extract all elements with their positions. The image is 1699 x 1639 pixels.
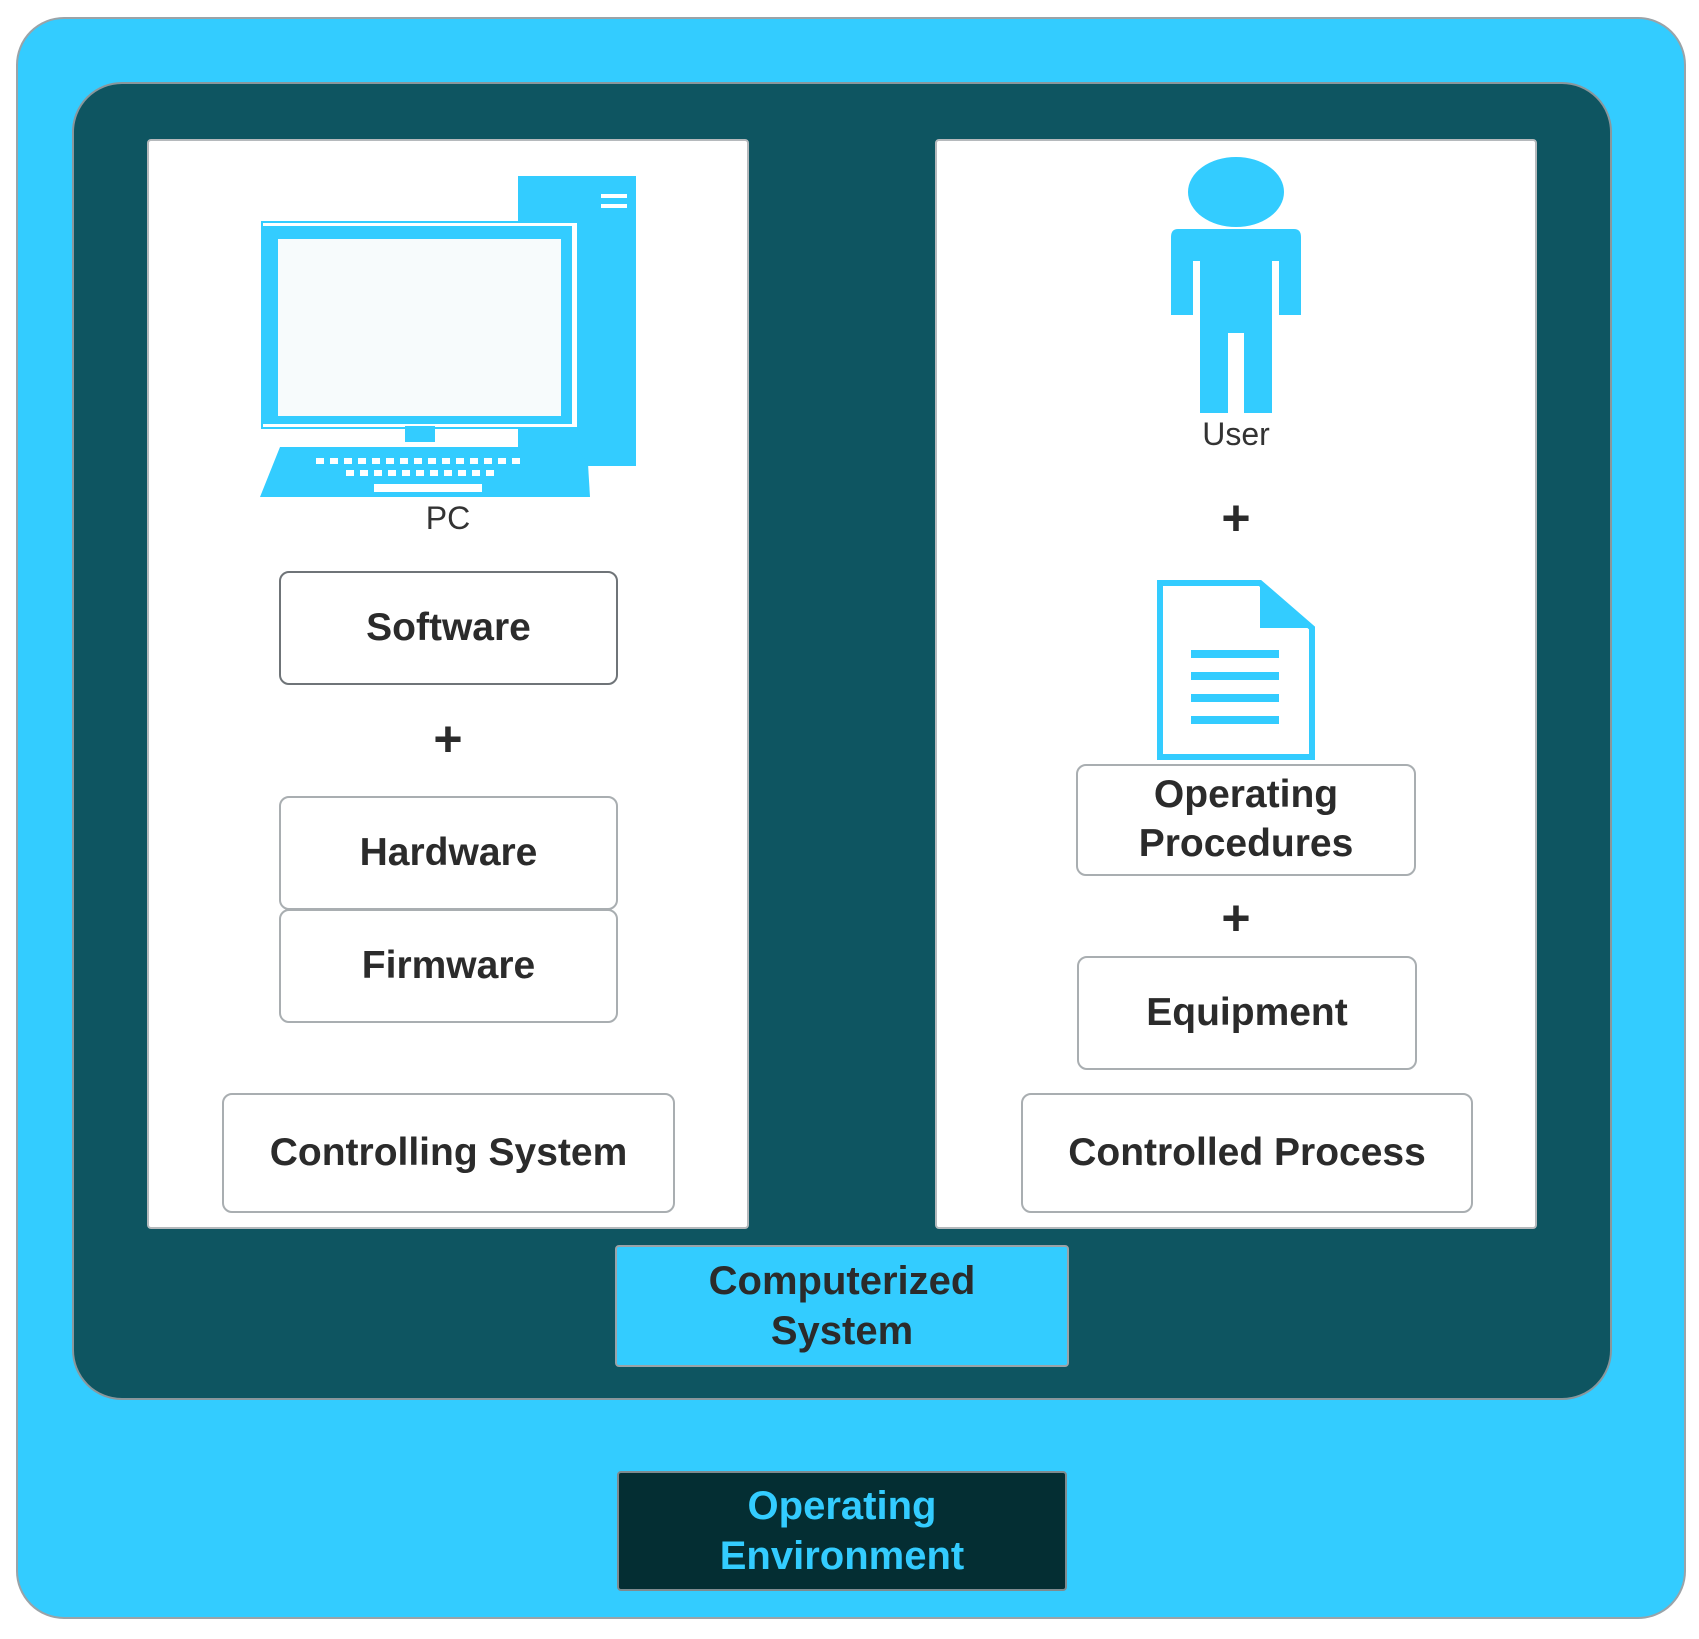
operating-procedures-label-line2: Procedures [1138, 822, 1354, 865]
controlled-process-label: Controlled Process [1068, 1130, 1426, 1174]
user-caption: User [1202, 416, 1270, 452]
plus-sign: + [433, 711, 463, 767]
operating-environment-label: Operating Environment [617, 1471, 1067, 1591]
operating-environment-label-line2: Environment [719, 1534, 965, 1578]
operating-procedures-box: Operating Procedures [1076, 764, 1416, 876]
controlling-system-box: Controlling System [222, 1093, 675, 1213]
hardware-box: Hardware [279, 796, 618, 910]
operating-environment-label-line1: Operating [747, 1484, 937, 1528]
computerized-system-label-line2: System [770, 1309, 914, 1353]
controlled-process-box: Controlled Process [1021, 1093, 1473, 1213]
plus-sign: + [1221, 490, 1251, 546]
computerized-system-label: Computerized System [615, 1245, 1069, 1367]
firmware-box: Firmware [279, 909, 618, 1023]
pc-icon [260, 176, 636, 497]
operating-procedures-label-line1: Operating [1153, 773, 1339, 817]
hardware-label: Hardware [359, 830, 538, 874]
software-label: Software [366, 605, 531, 649]
plus-sign: + [1221, 890, 1251, 946]
equipment-box: Equipment [1077, 956, 1417, 1070]
document-icon [1157, 580, 1315, 760]
user-icon [1171, 157, 1301, 413]
equipment-label: Equipment [1146, 990, 1348, 1034]
controlling-system-label: Controlling System [269, 1130, 628, 1174]
software-box: Software [279, 571, 618, 685]
computerized-system-label-line1: Computerized [708, 1259, 976, 1303]
firmware-label: Firmware [361, 943, 536, 987]
pc-caption: PC [425, 500, 471, 536]
